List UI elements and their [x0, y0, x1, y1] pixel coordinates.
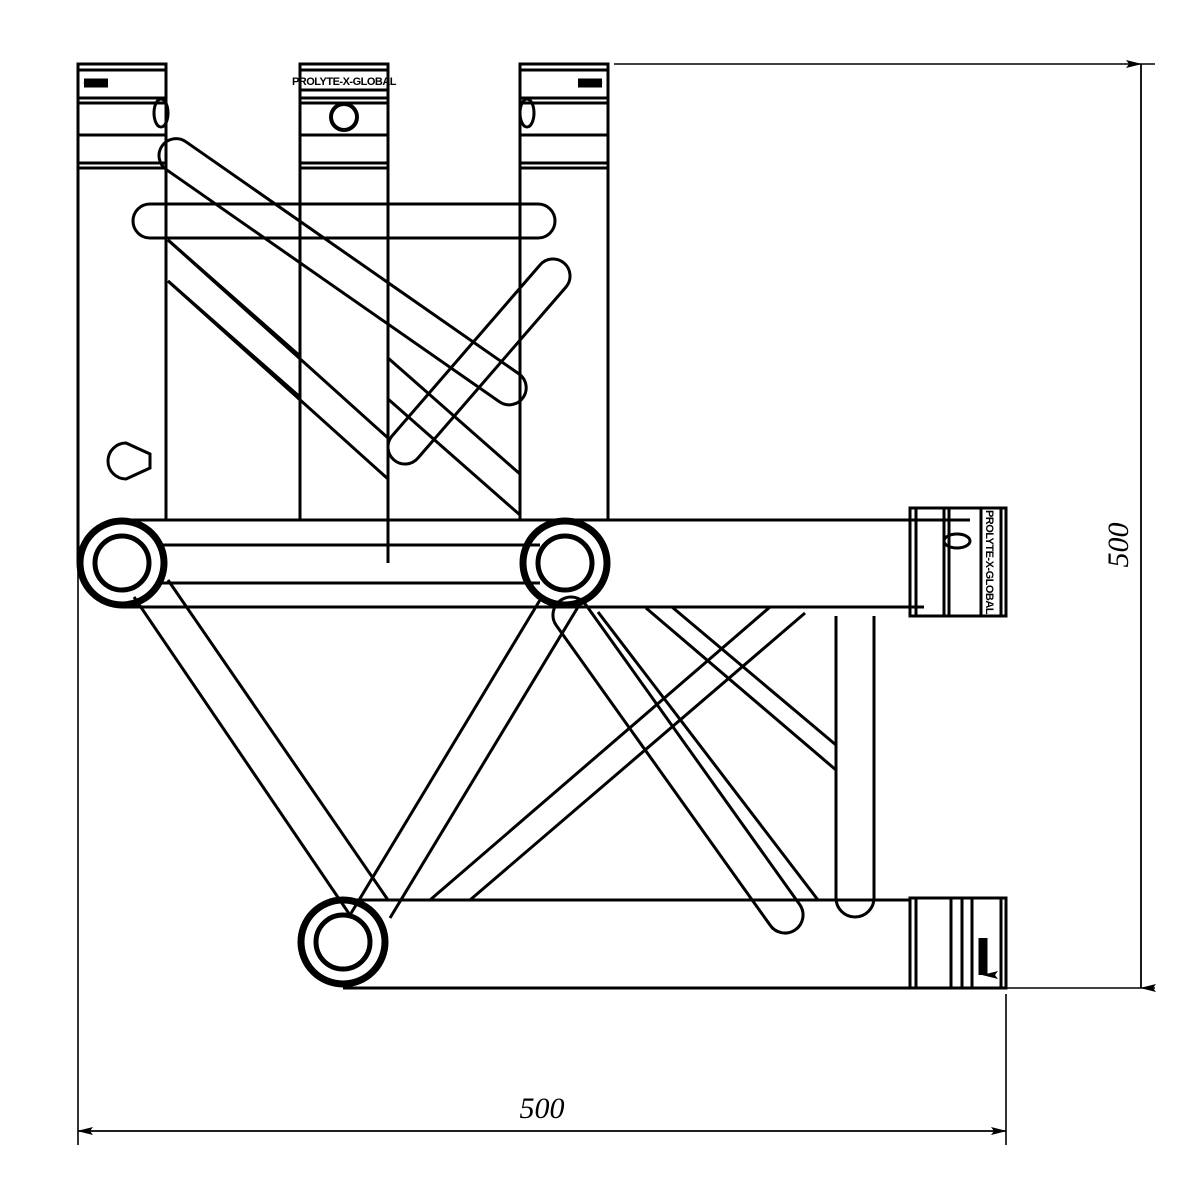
right-chord-upper-connector [908, 506, 1008, 618]
right-vertical-chord [834, 616, 876, 919]
node-bottom [297, 896, 389, 988]
upper-horizontal-brace [131, 202, 557, 240]
truss-geometry [76, 62, 1008, 990]
top-chord-bodies [76, 168, 610, 563]
dimension-value-vertical: 500 [1102, 523, 1135, 568]
dimension-value-horizontal: 500 [520, 1092, 565, 1125]
upper-bracing-left-secondary [166, 238, 390, 481]
tube-label-right-middle: PROLYTE-X-GLOBAL [983, 510, 995, 615]
node-left [76, 517, 168, 609]
lower-right-cross-bracing [429, 605, 837, 902]
bottom-horizontal-chord [343, 898, 1006, 990]
mid-horizontal-chord [122, 518, 970, 609]
lower-center-diagonals [348, 595, 820, 935]
top-chord-middle-connector [298, 62, 390, 170]
node-center [519, 517, 611, 609]
lower-left-diagonal [132, 579, 390, 919]
dimension-annotations [77, 60, 1156, 1145]
truss-nodes [76, 517, 611, 988]
top-chord-left-connector [76, 62, 170, 170]
top-chord-right-connector [518, 62, 610, 170]
upper-left-diagonal-cap [106, 441, 152, 481]
tube-label-top-middle: PROLYTE-X-GLOBAL [292, 76, 397, 88]
right-chord-lower-connector [908, 896, 1008, 990]
upper-bracing-right-bay [386, 257, 572, 517]
